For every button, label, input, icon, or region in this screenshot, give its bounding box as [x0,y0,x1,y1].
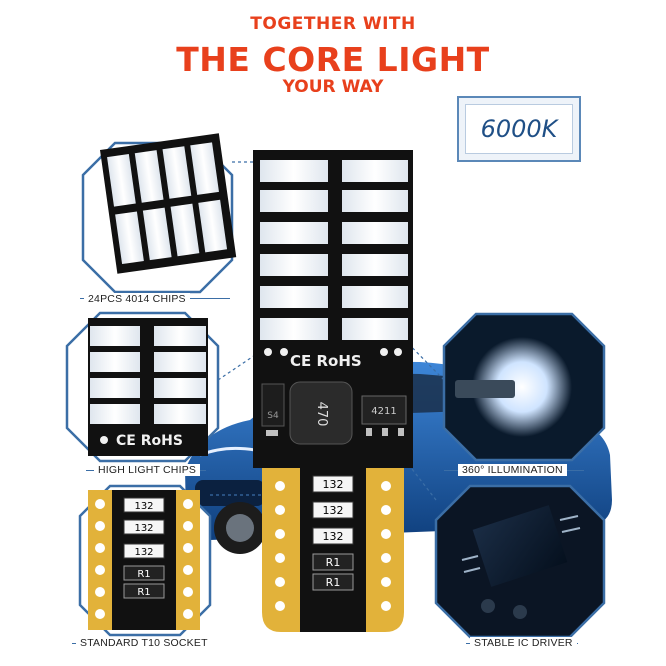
caption-chips: 24PCS 4014 CHIPS [84,293,190,305]
resistor-label: 132 [134,547,153,558]
tagline-bottom: YOUR WAY [282,77,384,97]
ic-label: 4211 [371,406,396,417]
caption-driver: STABLE IC DRIVER [470,637,577,649]
high-light-closeup: CE RoHS [65,311,220,463]
resistor-label: R1 [326,576,341,589]
led-pcb: CE RoHS S4 470 4211 132 132 132 R1 R1 [253,150,413,632]
resistor-label: 132 [323,530,344,543]
color-temp-label: 6000K [465,104,573,154]
resistor-label: 132 [323,504,344,517]
tagline-top: TOGETHER WITH [250,14,416,34]
headline: THE CORE LIGHT [176,40,490,79]
socket-closeup: 132 132 132 R1 R1 [78,484,212,637]
diode-label: S4 [267,411,279,421]
cert-mark-closeup: CE RoHS [116,433,183,449]
caption-illumination: 360° ILLUMINATION [458,464,567,476]
inductor-label: 470 [314,402,329,427]
cert-mark: CE RoHS [290,352,362,370]
illumination-closeup [442,312,606,462]
resistor-label: R1 [137,587,150,598]
caption-socket: STANDARD T10 SOCKET [76,637,212,649]
resistor-label: R1 [326,556,341,569]
ic-driver-closeup [434,484,606,639]
resistor-label: 132 [134,501,153,512]
chips-closeup [81,133,237,294]
caption-high-light: HIGH LIGHT CHIPS [94,464,201,476]
resistor-label: 132 [323,478,344,491]
resistor-label: 132 [134,523,153,534]
color-temp-badge: 6000K [457,96,581,162]
resistor-label: R1 [137,569,150,580]
